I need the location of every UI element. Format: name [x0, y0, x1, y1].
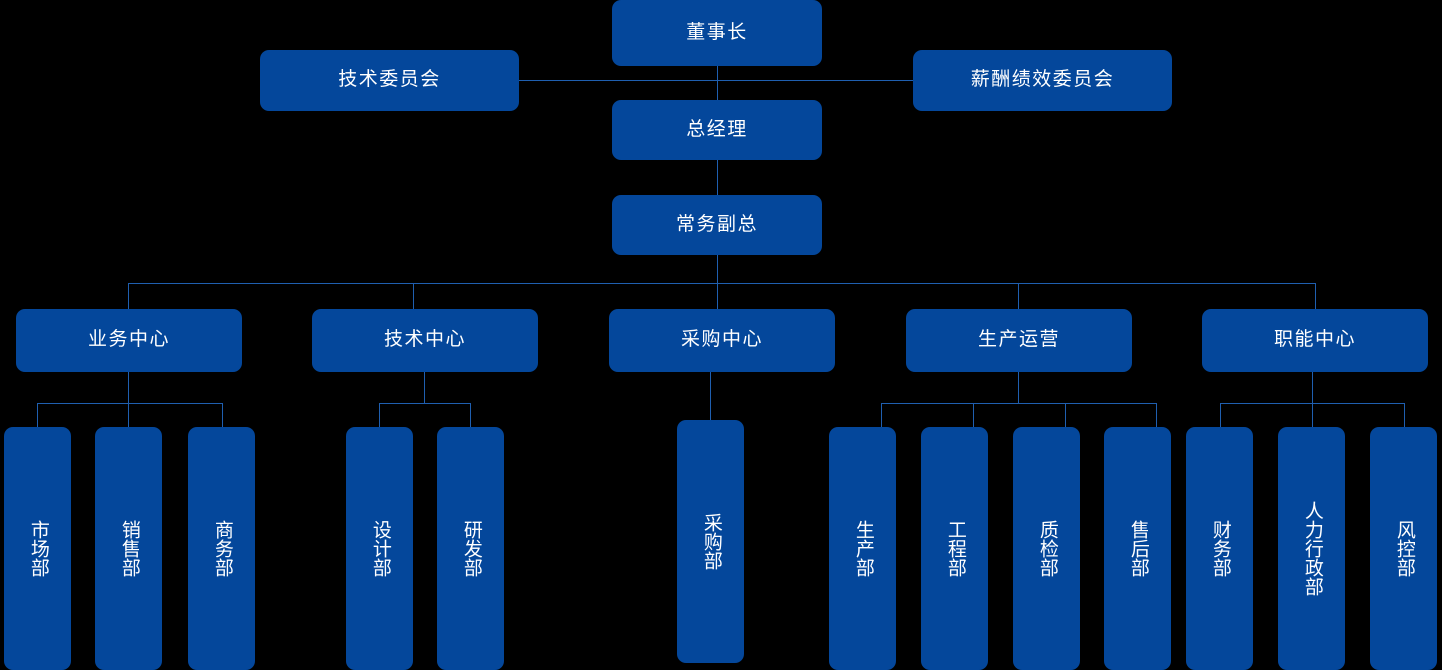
connector-drop-procurement-center [717, 283, 718, 309]
node-exec-vice-gm[interactable]: 常务副总 [612, 195, 822, 255]
node-exec-vice-gm-label: 常务副总 [675, 213, 758, 235]
node-marketing-dept[interactable]: 市场部 [4, 427, 71, 670]
node-sales-dept[interactable]: 销售部 [95, 427, 162, 670]
node-rd-dept[interactable]: 研发部 [437, 427, 504, 670]
node-design-dept[interactable]: 设计部 [346, 427, 413, 670]
connector-chairman-to-gm [717, 66, 718, 100]
node-aftersales-dept[interactable]: 售后部 [1104, 427, 1171, 670]
node-finance-dept-label: 财务部 [1209, 520, 1231, 577]
connector-production-operations-bar [881, 403, 1156, 404]
node-functional-center[interactable]: 职能中心 [1202, 309, 1428, 372]
connector-technology-center-stem [424, 372, 425, 403]
connector-drop-quality-dept [1065, 403, 1066, 427]
node-production-dept[interactable]: 生产部 [829, 427, 896, 670]
connector-drop-business-center [128, 283, 129, 309]
node-quality-dept-label: 质检部 [1036, 520, 1058, 577]
node-engineering-dept-label: 工程部 [944, 520, 966, 577]
node-aftersales-dept-label: 售后部 [1127, 520, 1149, 577]
connector-drop-production-operations [1018, 283, 1019, 309]
connector-drop-functional-center [1315, 283, 1316, 309]
node-procurement-center-label: 采购中心 [680, 329, 763, 351]
connector-business-center-stem [128, 372, 129, 403]
connector-vicegm-to-bus [717, 255, 718, 284]
node-sales-dept-label: 销售部 [118, 520, 140, 577]
node-risk-control-dept[interactable]: 风控部 [1370, 427, 1437, 670]
connector-drop-production-dept [881, 403, 882, 427]
connector-technology-center-bar [379, 403, 471, 404]
connector-drop-engineering-dept [973, 403, 974, 427]
connector-drop-commerce-dept [222, 403, 223, 427]
connector-drop-rd-dept [470, 403, 471, 427]
node-purchasing-dept-label: 采购部 [700, 513, 722, 570]
connector-functional-center-stem [1312, 372, 1313, 403]
node-tech-committee-label: 技术委员会 [338, 69, 441, 91]
connector-centers-bus [128, 283, 1316, 284]
connector-drop-technology-center [413, 283, 414, 309]
node-technology-center-label: 技术中心 [383, 329, 466, 351]
node-commerce-dept-label: 商务部 [211, 520, 233, 577]
node-technology-center[interactable]: 技术中心 [312, 309, 538, 372]
node-finance-dept[interactable]: 财务部 [1186, 427, 1253, 670]
node-production-operations[interactable]: 生产运营 [906, 309, 1132, 372]
node-marketing-dept-label: 市场部 [27, 520, 49, 577]
node-functional-center-label: 职能中心 [1273, 329, 1356, 351]
node-hr-admin-dept[interactable]: 人力行政部 [1278, 427, 1345, 670]
connector-drop-marketing-dept [37, 403, 38, 427]
connector-drop-hr-admin-dept [1312, 403, 1313, 427]
connector-drop-risk-control-dept [1404, 403, 1405, 427]
node-comp-committee-label: 薪酬绩效委员会 [970, 69, 1115, 91]
connector-drop-design-dept [379, 403, 380, 427]
connector-drop-aftersales-dept [1156, 403, 1157, 427]
node-general-manager-label: 总经理 [686, 118, 748, 140]
node-business-center-label: 业务中心 [87, 329, 170, 351]
node-procurement-center[interactable]: 采购中心 [609, 309, 835, 372]
node-chairman-label: 董事长 [686, 21, 748, 43]
connector-gm-to-vicegm [717, 160, 718, 195]
node-design-dept-label: 设计部 [369, 520, 391, 577]
node-comp-committee[interactable]: 薪酬绩效委员会 [913, 50, 1172, 111]
node-production-operations-label: 生产运营 [977, 329, 1060, 351]
node-risk-control-dept-label: 风控部 [1393, 520, 1415, 577]
node-commerce-dept[interactable]: 商务部 [188, 427, 255, 670]
connector-committee-bar [519, 80, 914, 81]
node-business-center[interactable]: 业务中心 [16, 309, 242, 372]
node-production-dept-label: 生产部 [852, 520, 874, 577]
connector-drop-sales-dept [128, 403, 129, 427]
node-chairman[interactable]: 董事长 [612, 0, 822, 66]
node-general-manager[interactable]: 总经理 [612, 100, 822, 160]
node-engineering-dept[interactable]: 工程部 [921, 427, 988, 670]
connector-business-center-bar [37, 403, 223, 404]
connector-production-operations-stem [1018, 372, 1019, 403]
node-hr-admin-dept-label: 人力行政部 [1301, 501, 1323, 596]
node-quality-dept[interactable]: 质检部 [1013, 427, 1080, 670]
node-purchasing-dept[interactable]: 采购部 [677, 420, 744, 663]
connector-procurement-center-stem [710, 372, 711, 420]
connector-drop-finance-dept [1220, 403, 1221, 427]
node-tech-committee[interactable]: 技术委员会 [260, 50, 519, 111]
node-rd-dept-label: 研发部 [460, 520, 482, 577]
